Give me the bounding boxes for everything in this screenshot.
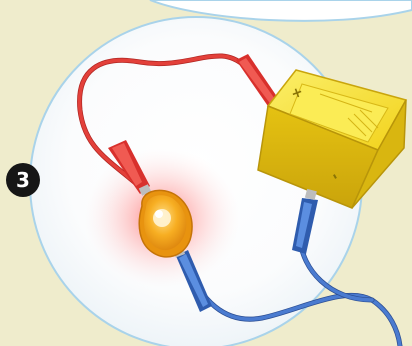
top-bubble-shape [149, 0, 412, 22]
blue-clip-battery [292, 188, 318, 254]
battery [257, 69, 408, 209]
red-wire [77, 54, 264, 194]
blue-wire [184, 260, 402, 346]
battery-plus-label: + [289, 84, 305, 103]
light-bulb [138, 189, 193, 258]
step-number-badge: 3 [6, 163, 40, 197]
